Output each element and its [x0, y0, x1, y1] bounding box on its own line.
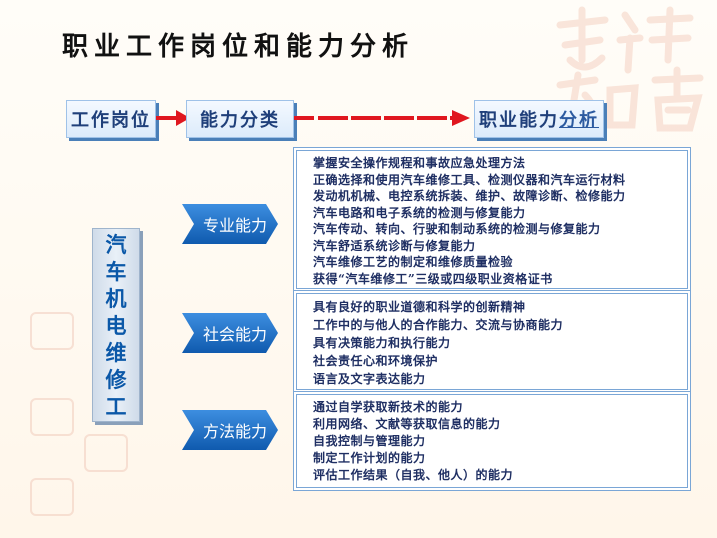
method-ability-list: 通过自学获取新技术的能力 利用网络、文献等获取信息的能力 自我控制与管理能力 制…	[297, 395, 687, 484]
ability-analysis-header: 职业能力分析	[474, 100, 604, 138]
job-title-char: 维	[105, 339, 127, 365]
job-title-char: 车	[105, 258, 127, 284]
list-item: 社会责任心和环境保护	[313, 354, 439, 368]
list-item: 汽车舒适系统诊断与修复能力	[313, 238, 476, 253]
list-item: 评估工作结果（自我、他人）的能力	[313, 468, 514, 482]
long-arrow-right-icon	[294, 110, 470, 126]
professional-ability-panel: 掌握安全操作规程和事故应急处理方法 正确选择和使用汽车维修工具、检测仪器和汽车运…	[296, 150, 688, 289]
category-arrow-shape	[182, 410, 278, 450]
list-item: 正确选择和使用汽车维修工具、检测仪器和汽车运行材料	[313, 172, 626, 187]
watermark-logo-icon	[556, 6, 704, 134]
list-item: 发动机机械、电控系统拆装、维护、故障诊断、检修能力	[313, 189, 626, 203]
ability-analysis-header-label: 职业能力	[479, 110, 559, 131]
category-arrow-shape	[182, 204, 278, 244]
social-ability-list: 具有良好的职业道德和科学的创新精神 工作中的与他人的合作能力、交流与协商能力 具…	[297, 294, 687, 388]
watermark-seal-icon	[30, 398, 74, 436]
list-item: 通过自学获取新技术的能力	[313, 400, 464, 414]
job-position-header: 工作岗位	[66, 100, 156, 138]
job-title-char: 修	[105, 366, 127, 392]
ability-category-header-label: 能力分类	[200, 110, 280, 131]
social-ability-panel: 具有良好的职业道德和科学的创新精神 工作中的与他人的合作能力、交流与协商能力 具…	[296, 293, 688, 390]
list-item: 利用网络、文献等获取信息的能力	[313, 417, 501, 431]
list-item: 具有良好的职业道德和科学的创新精神	[313, 300, 526, 314]
job-title-char: 汽	[105, 231, 127, 257]
list-item: 汽车传动、转向、行驶和制动系统的检测与修复能力	[313, 222, 601, 236]
watermark-seal-icon	[30, 478, 74, 516]
category-professional-label: 专业能力	[202, 216, 267, 235]
list-item: 汽车维修工艺的制定和维修质量检验	[313, 255, 514, 269]
job-title-char: 工	[105, 393, 127, 419]
job-title-char: 机	[105, 285, 127, 311]
category-method: 方法能力	[182, 410, 278, 450]
ability-category-header: 能力分类	[186, 100, 294, 138]
job-title-char: 电	[105, 312, 127, 338]
list-item: 制定工作计划的能力	[313, 451, 426, 465]
category-arrow-shape	[182, 313, 278, 353]
category-method-label: 方法能力	[202, 422, 267, 441]
category-social: 社会能力	[182, 313, 278, 353]
category-social-label: 社会能力	[202, 325, 267, 344]
watermark-seal-icon	[84, 434, 128, 472]
list-item: 掌握安全操作规程和事故应急处理方法	[313, 156, 526, 170]
list-item: 语言及文字表达能力	[313, 372, 426, 386]
list-item: 获得“汽车维修工”三级或四级职业资格证书	[313, 271, 553, 286]
list-item: 具有决策能力和执行能力	[313, 336, 451, 350]
ability-analysis-header-underlined: 分析	[559, 110, 599, 131]
list-item: 工作中的与他人的合作能力、交流与协商能力	[313, 318, 564, 332]
professional-ability-list: 掌握安全操作规程和事故应急处理方法 正确选择和使用汽车维修工具、检测仪器和汽车运…	[297, 151, 687, 287]
arrow-right-icon	[156, 110, 190, 126]
category-professional: 专业能力	[182, 204, 278, 244]
list-item: 自我控制与管理能力	[313, 434, 426, 448]
page-title: 职业工作岗位和能力分析	[62, 32, 415, 62]
method-ability-panel: 通过自学获取新技术的能力 利用网络、文献等获取信息的能力 自我控制与管理能力 制…	[296, 394, 688, 488]
list-item: 汽车电路和电子系统的检测与修复能力	[313, 205, 526, 220]
job-title-box: 汽 车 机 电 维 修 工	[92, 228, 140, 422]
watermark-seal-icon	[30, 312, 74, 350]
job-position-header-label: 工作岗位	[71, 110, 151, 131]
